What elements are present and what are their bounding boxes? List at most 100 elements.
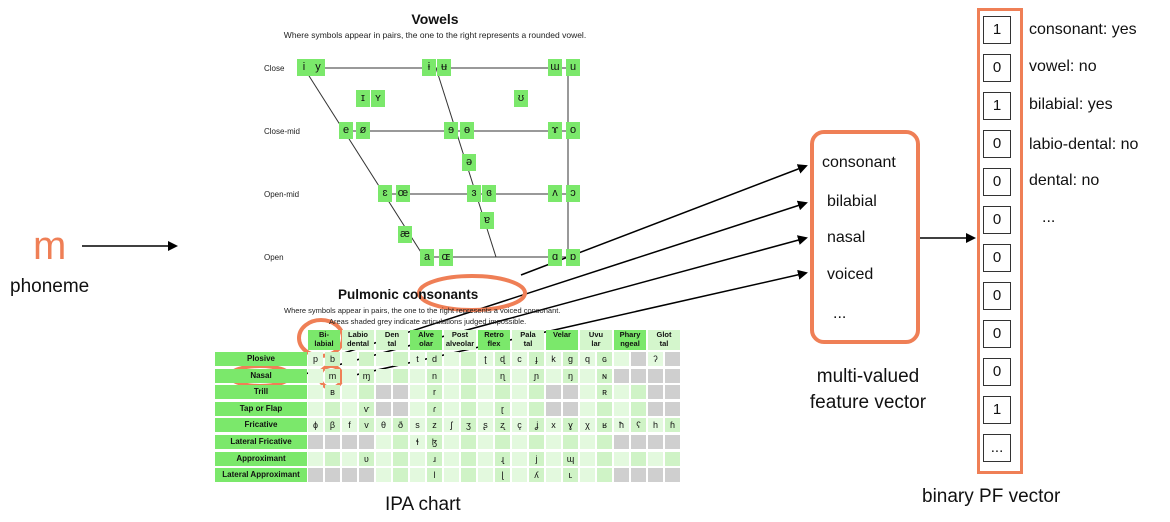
consonant-cell [410,402,425,416]
consonant-cell [631,385,646,399]
consonant-cell [342,402,357,416]
consonant-cell [614,352,629,366]
consonant-cell [376,369,391,383]
consonant-cell [665,452,680,466]
vowel-symbol: a [420,249,434,266]
vowel-symbol: ɵ [460,122,474,139]
consonant-cell [563,385,578,399]
vowel-symbol: ɜ [467,185,481,202]
consonant-cell [410,452,425,466]
consonant-cell [444,369,459,383]
consonant-cell [580,369,595,383]
consonant-cell [461,468,476,482]
consonant-cell [376,352,391,366]
consonant-row-label: Lateral Approximant [215,468,307,482]
multi-valued-caption-line-2: feature vector [809,392,927,413]
vowel-symbol: i [297,59,311,76]
consonant-cell: ʒ [461,418,476,432]
consonant-cell: ɻ [495,452,510,466]
consonant-cell [665,385,680,399]
consonant-cell: ʕ [631,418,646,432]
consonant-cell [512,385,527,399]
consonant-cell: ɸ [308,418,323,432]
consonant-cell [546,468,561,482]
consonant-cell: ɾ [427,402,442,416]
consonant-cell [444,385,459,399]
consonant-cell [359,352,374,366]
consonant-cell [444,452,459,466]
consonant-cell: ʋ [359,452,374,466]
consonant-cell [393,369,408,383]
consonant-cell: ʈ [478,352,493,366]
consonant-cell: ⱱ [359,402,374,416]
consonant-cell [529,385,544,399]
consonant-cell [546,435,561,449]
binary-vector-cell: 0 [983,320,1011,348]
consonant-cell [648,435,663,449]
vowel-symbol: y [311,59,325,76]
consonant-cell [614,435,629,449]
consonant-cell: θ [376,418,391,432]
feature-bilabial: bilabial [827,193,877,210]
consonant-column-header: Post alveolar [444,330,476,350]
binary-label: vowel: no [1029,58,1097,75]
consonant-cell: ɽ [495,402,510,416]
consonant-cell: ɖ [495,352,510,366]
consonant-cell: ʀ [597,385,612,399]
consonant-cell [665,402,680,416]
feature-voiced: voiced [827,266,874,283]
consonant-cell [359,435,374,449]
consonant-cell: ɟ [529,352,544,366]
consonant-cell: ɹ [427,452,442,466]
vowel-symbol: ɞ [482,185,496,202]
consonant-cell [580,452,595,466]
consonant-cell [597,402,612,416]
consonant-cell [512,452,527,466]
consonant-cell [461,402,476,416]
consonant-cell [563,435,578,449]
binary-vector-cell: 1 [983,16,1011,44]
consonant-cell [546,402,561,416]
consonant-cell [393,452,408,466]
consonant-cell [376,385,391,399]
binary-vector-cell: 0 [983,282,1011,310]
binary-label: bilabial: yes [1029,96,1113,113]
consonant-row-label: Trill [215,385,307,399]
binary-vector-cell: 0 [983,54,1011,82]
consonant-cell [308,435,323,449]
consonant-row-label: Lateral Fricative [215,435,307,449]
vowel-trapezoid [303,67,569,258]
vowel-symbol: ɒ [566,249,580,266]
consonant-cell [325,468,340,482]
consonant-column-header: Retro flex [478,330,510,350]
vowel-chart-title: Vowels [411,11,459,27]
consonant-cell [393,402,408,416]
vowel-symbol: ɔ [566,185,580,202]
consonant-cell: ɰ [563,452,578,466]
consonant-cell: s [410,418,425,432]
consonant-cell [580,385,595,399]
feature-nasal: nasal [827,229,866,246]
consonant-column-header: Alve olar [410,330,442,350]
consonant-cell [665,435,680,449]
consonant-cell: ʝ [529,418,544,432]
vowel-row-label-close: Close [264,64,285,73]
consonant-cell: ɦ [665,418,680,432]
vowel-row-label-open-mid: Open-mid [264,190,300,199]
binary-vector-cell: 0 [983,244,1011,272]
consonant-cell [444,435,459,449]
consonant-cell: q [580,352,595,366]
consonant-cell [614,402,629,416]
consonant-cell: z [427,418,442,432]
consonant-cell: ʙ [325,385,340,399]
consonant-cell: ɱ [359,369,374,383]
consonant-column-header: Den tal [376,330,408,350]
consonant-cell [597,452,612,466]
binary-vector-cell: 1 [983,396,1011,424]
consonant-chart-subtitle: Where symbols appear in pairs, the one t… [284,306,561,315]
consonant-cell: ŋ [563,369,578,383]
consonant-cell: k [546,352,561,366]
consonant-cell: ʁ [597,418,612,432]
consonant-cell [665,369,680,383]
consonant-cell [359,385,374,399]
